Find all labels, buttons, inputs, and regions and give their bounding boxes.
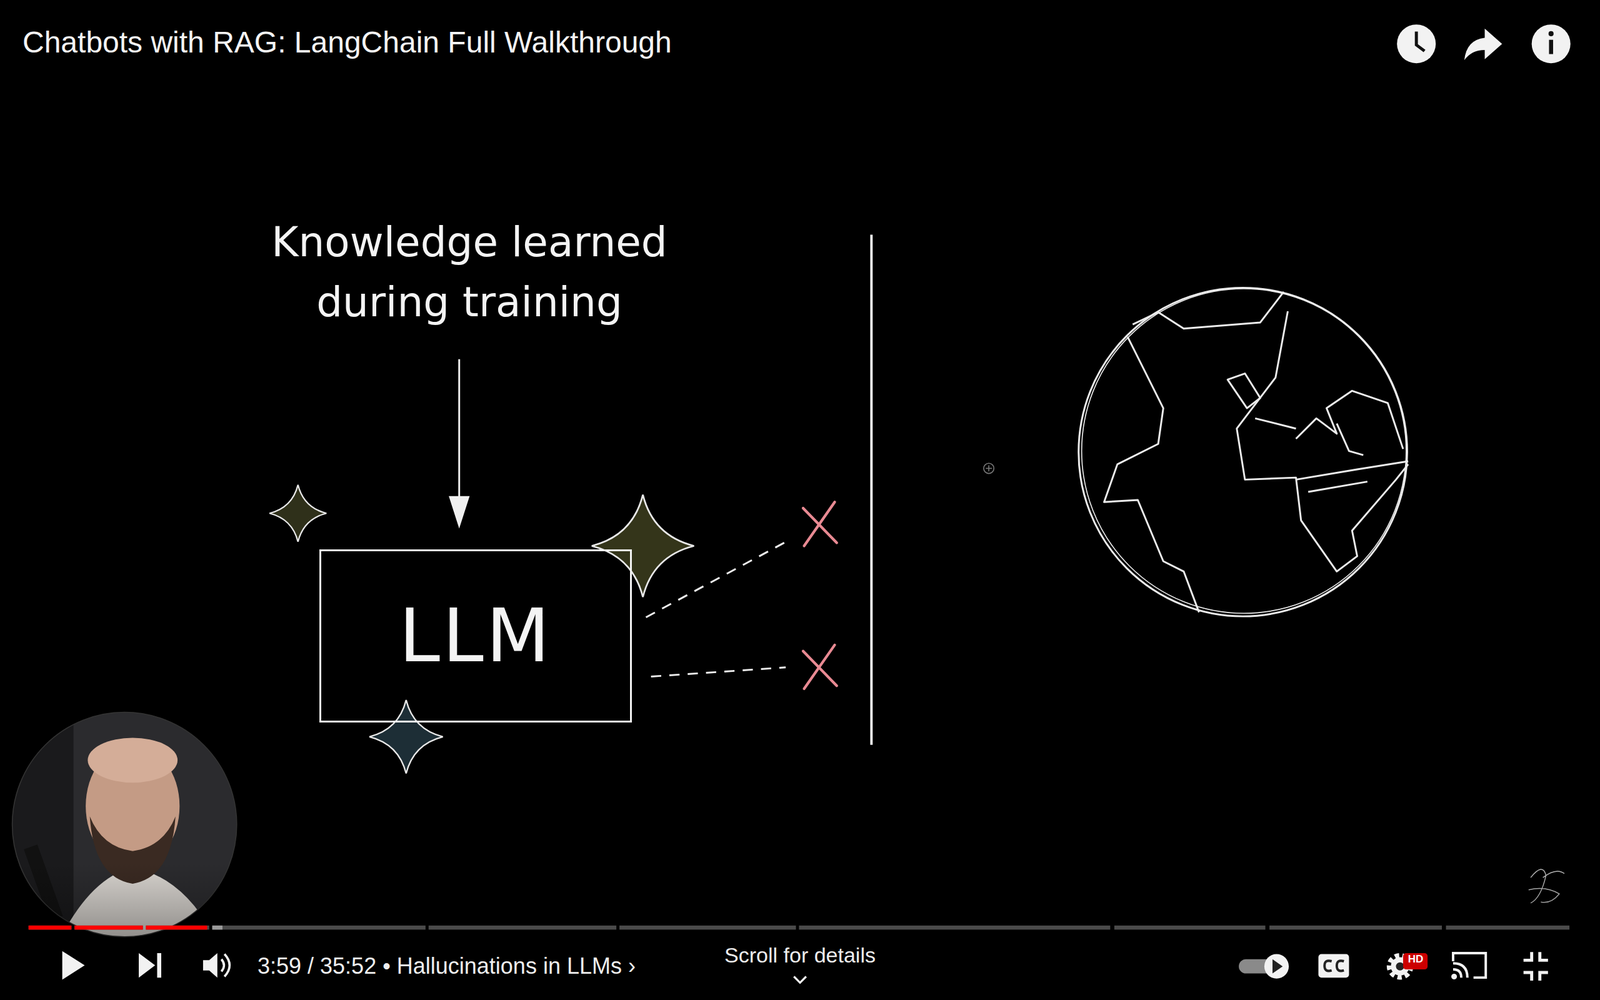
annotation-text: Knowledge learned during training — [231, 212, 707, 332]
share-icon — [1464, 28, 1502, 61]
model-box: LLM — [319, 549, 632, 723]
sparkle — [591, 495, 695, 598]
video-title: Chatbots with RAG: LangChain Full Walkth… — [22, 25, 672, 60]
time-chapter: 3:59 / 35:52 • Hallucinations in LLMs › — [257, 952, 758, 980]
dashed-line — [645, 540, 788, 677]
world-globe — [1078, 287, 1409, 617]
cursor-mark — [983, 463, 994, 474]
settings-gear — [1390, 953, 1428, 977]
cross-mark — [803, 501, 837, 689]
player-controls — [62, 24, 1571, 983]
next-icon — [138, 953, 162, 978]
sparkle — [369, 700, 444, 774]
captions-icon — [1318, 954, 1349, 979]
watch-later-icon — [1396, 24, 1436, 64]
controls-shade — [0, 862, 1600, 1000]
info-icon — [1531, 24, 1571, 64]
progress-bar — [28, 925, 1570, 930]
sparkle — [269, 485, 327, 542]
pointer-arrow — [450, 359, 469, 526]
knowledge-barrier — [870, 235, 873, 745]
volume-icon — [203, 953, 230, 978]
play-icon — [62, 951, 85, 980]
scroll-hint: Scroll for details — [675, 942, 925, 969]
exit-fullscreen-icon — [1523, 951, 1549, 981]
scroll-chevron — [793, 976, 807, 983]
hd-badge: HD — [1403, 953, 1429, 966]
cast-icon — [1452, 953, 1486, 979]
autoplay-toggle — [1238, 954, 1289, 979]
node-label: LLM — [398, 595, 552, 677]
